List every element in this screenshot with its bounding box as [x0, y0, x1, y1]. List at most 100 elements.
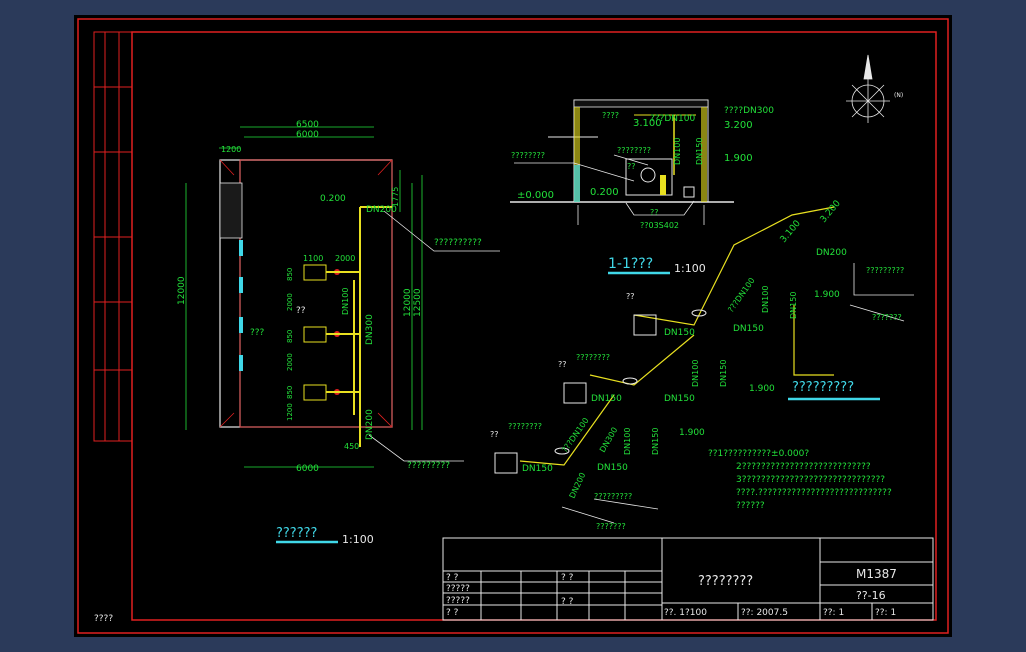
sec-pipe-dn100: DN100 [673, 138, 682, 165]
iso-lvl-1900-a: 1.900 [814, 290, 840, 300]
drawing-canvas: ???? 6500 [77, 18, 949, 634]
iso-pump-1: ?? [626, 292, 635, 301]
plan-room-label: ??? [250, 328, 265, 338]
iso-dn150-f: DN150 [591, 394, 622, 404]
plan-dim-6000-bottom: 6000 [296, 464, 319, 474]
iso-dn200-a: DN200 [816, 248, 847, 258]
sec-pipe-dn150: DN150 [695, 138, 704, 165]
plan-callout-top: ?????????? [434, 238, 482, 248]
iso-lvl-1900-c: 1.900 [679, 428, 705, 438]
isometric-view: 3.100 3.200 DN200 ????????? 1.900 ??????… [490, 199, 914, 531]
note-4: ????.???????????????????????????? [736, 488, 892, 498]
iso-dn100-b: DN100 [691, 360, 700, 387]
sec-label-dn300: ????DN300 [724, 106, 774, 116]
margin-note: ???? [94, 614, 113, 624]
sec-lvl-0200: 0.200 [590, 187, 619, 198]
plan-d2000-a: 2000 [286, 293, 294, 311]
plan-pipe-dn100: DN100 [341, 288, 350, 315]
north-arrow-icon [846, 54, 890, 123]
sec-label-left: ???????? [511, 151, 545, 160]
plan-pipe-dn200-bottom: DN200 [365, 409, 375, 440]
plan-dim-6000-top: 6000 [296, 130, 319, 140]
tb-date: ??: 2007.5 [741, 608, 788, 618]
iso-dn150-b: DN150 [733, 324, 764, 334]
iso-title: ????????? [792, 380, 854, 395]
iso-dn200-b: DN200 [568, 471, 588, 500]
iso-lvl-1900-b: 1.900 [749, 384, 775, 394]
plan-pipe-dn300: DN300 [365, 314, 375, 345]
iso-lvl-3200: 3.200 [819, 199, 843, 225]
tb-drawing-name: ???????? [698, 574, 753, 589]
sec-label-dn100: ???DN100 [650, 114, 695, 124]
plan-dim-12000-right: 12000 [403, 288, 413, 317]
section-title: 1-1??? [608, 256, 653, 272]
margin-strip [93, 31, 133, 442]
tb-scale: ??. 1?100 [664, 608, 707, 618]
plan-d2000-b: 2000 [286, 353, 294, 371]
plan-d850-b: 850 [286, 330, 294, 343]
plan-d850-c: 850 [286, 386, 294, 399]
tb-sheet: ??-16 [856, 589, 886, 602]
title-block [442, 537, 934, 621]
plan-callout-bottom: ????????? [407, 461, 450, 471]
plan-dim-1200: 1200 [221, 145, 241, 154]
cad-viewport[interactable]: ???? 6500 [74, 15, 952, 637]
iso-dn300: DN300 [598, 426, 620, 454]
plan-d1200: 1200 [286, 403, 294, 421]
iso-dn100-a: DN100 [761, 286, 770, 313]
tb-mid-row-1: ? ? [561, 573, 574, 583]
plan-pipe-dn200-top: DN200 [366, 205, 397, 215]
notes-block: ??1??????????±0.000? 2??????????????????… [708, 449, 892, 511]
iso-lead-4: ???????? [508, 422, 542, 431]
iso-dn150-a: DN150 [789, 292, 798, 319]
sec-label-mid: ???????? [617, 146, 651, 155]
plan-dim-12000-left: 12000 [177, 276, 187, 305]
section-scale: 1:100 [674, 262, 706, 275]
iso-label-dn100-a: ???DN100 [726, 276, 756, 314]
sec-label-std: ??03S402 [640, 221, 679, 230]
iso-lead-2: ??????? [872, 313, 902, 322]
iso-pump-2: ?? [558, 360, 567, 369]
inner-frame [131, 31, 937, 621]
tb-row-4: ? ? [446, 608, 459, 618]
note-5: ?????? [736, 501, 765, 511]
tb-cell-a: ??: 1 [823, 608, 844, 618]
plan-title: ?????? [276, 526, 317, 541]
iso-dn150-c: DN150 [664, 328, 695, 338]
plan-level: 0.200 [320, 194, 346, 204]
sec-label-base: ?? [650, 208, 659, 217]
iso-lvl-3100: 3.100 [779, 219, 803, 245]
plan-pump-tag: ?? [296, 306, 306, 316]
iso-pump-3: ?? [490, 430, 499, 439]
note-2: 2??????????????????????????? [736, 462, 871, 472]
iso-lead-5: ????????? [594, 492, 632, 501]
tb-row-2: ????? [446, 584, 470, 594]
tb-row-3: ????? [446, 596, 470, 606]
tb-cell-b: ??: 1 [875, 608, 896, 618]
tb-drawing-no: M1387 [856, 567, 897, 581]
note-3: 3?????????????????????????????? [736, 475, 885, 485]
sec-label-q: ???? [602, 111, 619, 120]
north-label: (N) [894, 92, 903, 99]
tb-row-1: ? ? [446, 573, 459, 583]
tb-mid-row-2: ? ? [561, 597, 574, 607]
section-view: ???? 3.100 ???DN100 ????DN300 3.200 1.90… [510, 99, 774, 275]
iso-lead-1: ????????? [866, 266, 904, 275]
iso-dn100-c: DN100 [623, 428, 632, 455]
plan-scale: 1:100 [342, 533, 374, 546]
iso-dn150-d: DN150 [719, 360, 728, 387]
outer-frame [77, 18, 949, 634]
iso-dn150-g: DN150 [651, 428, 660, 455]
plan-view: 6500 6000 1200 12000 12000 12500 6000 17… [177, 120, 500, 546]
plan-d850-a: 850 [286, 268, 294, 281]
plan-dim-1775: 1775 [391, 187, 400, 207]
sec-lvl-3200: 3.200 [724, 120, 753, 131]
plan-dim-12500: 12500 [413, 288, 423, 317]
plan-dim-450: 450 [344, 442, 359, 451]
plan-dim-6500: 6500 [296, 120, 319, 130]
iso-dn150-i: DN150 [522, 464, 553, 474]
plan-dim-2000: 2000 [335, 254, 355, 263]
plan-dim-1100: 1100 [303, 254, 323, 263]
sec-label-pump: ?? [627, 162, 636, 171]
iso-dn150-h: DN150 [597, 463, 628, 473]
